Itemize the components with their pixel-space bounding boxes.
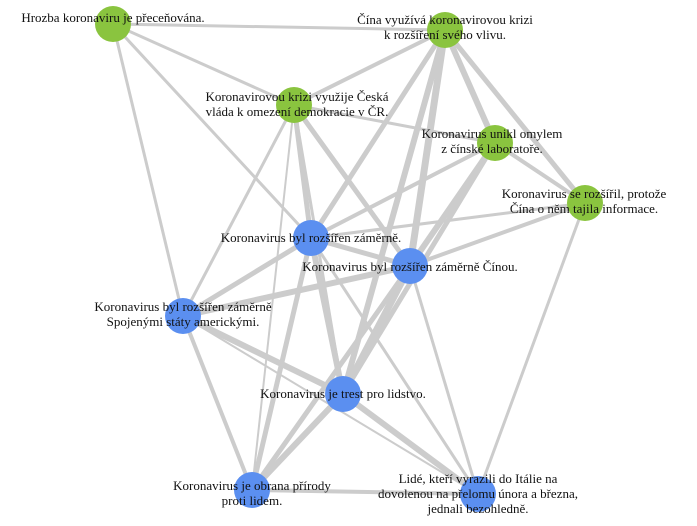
node-label-line: Koronavirus byl rozšířen záměrně Čínou.: [302, 259, 518, 274]
node-label-line: Koronavirus je obrana přírody: [173, 478, 331, 493]
edge-n7-n10: [249, 263, 413, 493]
edge-n6-n8: [180, 235, 314, 319]
edge-n4-n6: [309, 141, 497, 240]
node-n4: [477, 125, 513, 161]
node-label-line: z čínské laboratoře.: [441, 141, 542, 156]
node-label-line: Koronavirus se rozšířil, protože: [502, 186, 667, 201]
node-label-line: vláda k omezení demokracie v ČR.: [206, 104, 389, 119]
edge-n1-n8: [111, 22, 185, 318]
edge-n2-n6: [308, 27, 448, 241]
node-label-line: Lidé, kteří vyrazili do Itálie na: [399, 471, 558, 486]
node-label-line: dovolenou na přelomu února a března,: [378, 486, 578, 501]
edge-n3-n4: [292, 103, 497, 145]
edge-n3-n7: [291, 102, 413, 269]
node-label-n9: Koronavirus je trest pro lidstvo.: [260, 386, 426, 401]
node-label-line: Koronavirus unikl omylem: [422, 126, 563, 141]
edge-n2-n3: [292, 28, 447, 107]
node-n8: [165, 298, 201, 334]
node-label-line: Koronavirus je trest pro lidstvo.: [260, 386, 426, 401]
node-n10: [234, 472, 270, 508]
node-n2: [427, 12, 463, 48]
node-label-line: proti lidem.: [222, 493, 283, 508]
node-n1: [95, 6, 131, 42]
edge-n7-n11: [408, 264, 480, 496]
edge-n3-n8: [181, 103, 296, 318]
node-label-n7: Koronavirus byl rozšířen záměrně Čínou.: [302, 259, 518, 274]
node-label-line: Hrozba koronaviru je přeceňována.: [21, 10, 204, 25]
node-label-line: Koronavirus byl rozšířen záměrně.: [221, 230, 402, 245]
edge-n5-n6: [309, 201, 587, 240]
edge-n10-n11: [250, 488, 480, 496]
node-n3: [276, 87, 312, 123]
node-label-line: Koronavirovou krizi využije Česká: [205, 89, 388, 104]
node-label-line: Spojenými státy americkými.: [107, 314, 260, 329]
node-n5: [567, 185, 603, 221]
node-n6: [293, 220, 329, 256]
edge-n9-n10: [249, 391, 346, 493]
edge-n2-n5: [442, 27, 588, 206]
edge-n2-n4: [442, 27, 498, 146]
edge-n5-n11: [476, 201, 587, 496]
node-n9: [325, 376, 361, 412]
node-label-line: Čína o něm tajila informace.: [510, 201, 658, 216]
edge-n1-n2: [111, 22, 447, 32]
node-n11: [460, 476, 496, 512]
node-label-line: Koronavirus byl rozšířen záměrně: [94, 299, 271, 314]
edge-n8-n10: [181, 314, 254, 492]
node-layer: [95, 6, 603, 512]
edge-n5-n7: [408, 201, 587, 268]
edge-n4-n5: [493, 141, 587, 205]
edge-n1-n3: [111, 22, 296, 107]
node-label-line: jednali bezohledně.: [426, 501, 528, 516]
label-layer: Hrozba koronaviru je přeceňována. Čína vy…: [21, 10, 666, 516]
node-label-line: k rozšíření svého vlivu.: [384, 27, 506, 42]
node-label-n1: Hrozba koronaviru je přeceňována.: [21, 10, 204, 25]
edge-n7-n9: [339, 262, 414, 398]
node-n7: [392, 248, 428, 284]
edge-n1-n6: [111, 22, 313, 240]
edge-n9-n11: [340, 391, 481, 497]
node-label-n6: Koronavirus byl rozšířen záměrně.: [221, 230, 402, 245]
edge-n7-n8: [180, 263, 413, 319]
node-label-line: Čína využívá koronavirovou krizi: [357, 12, 533, 27]
edge-n8-n9: [180, 313, 346, 397]
edge-layer: [111, 22, 588, 497]
edge-n2-n7: [406, 26, 449, 270]
